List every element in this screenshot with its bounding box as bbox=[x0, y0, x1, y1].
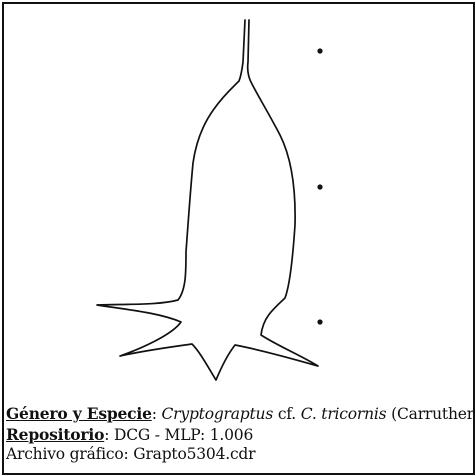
file-line: Archivo gráfico: Grapto5304.cdr bbox=[6, 445, 475, 465]
species-name: C. tricornis bbox=[301, 405, 387, 423]
colon: : bbox=[104, 426, 114, 444]
marker-dot-middle bbox=[317, 184, 322, 189]
graptolite-outline bbox=[97, 20, 318, 380]
genus-species-line: Género y Especie: Cryptograptus cf. C. t… bbox=[6, 404, 475, 425]
genus-species-label: Género y Especie bbox=[6, 404, 152, 423]
marker-dot-bottom bbox=[317, 319, 322, 324]
colon: : bbox=[152, 405, 162, 423]
repository-value: DCG - MLP: 1.006 bbox=[114, 426, 253, 444]
cf-text: cf. bbox=[273, 405, 301, 423]
genus-name: Cryptograptus bbox=[162, 405, 274, 423]
repository-label: Repositorio bbox=[6, 425, 104, 444]
author-text: (Carruthers) bbox=[386, 405, 475, 423]
specimen-caption: Género y Especie: Cryptograptus cf. C. t… bbox=[6, 404, 475, 465]
repository-line: Repositorio: DCG - MLP: 1.006 bbox=[6, 425, 475, 446]
graptolite-drawing bbox=[0, 0, 475, 400]
marker-dot-top bbox=[317, 48, 322, 53]
